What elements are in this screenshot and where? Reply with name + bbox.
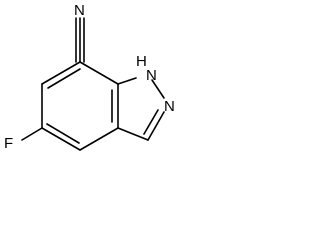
bond-c4-c5 bbox=[41, 127, 81, 151]
bond-c3a-c4 bbox=[79, 127, 119, 151]
bond-c6-c7 bbox=[41, 61, 81, 85]
atom-label-ring-nh: N bbox=[146, 67, 157, 84]
bond-c7-c7a bbox=[79, 61, 119, 85]
bond-n1-n2 bbox=[151, 79, 165, 99]
bond-c6-c7-inner bbox=[47, 68, 81, 89]
atom-label-fluoro: F bbox=[4, 135, 13, 152]
bond-c4-c5-inner bbox=[46, 123, 80, 144]
atom-label-ring-nh-h: H bbox=[136, 53, 147, 70]
structure-canvas: N H N N F bbox=[0, 0, 186, 172]
bond-c5-f bbox=[21, 127, 43, 141]
atom-label-ring-n2: N bbox=[164, 98, 175, 115]
bond-c3-c3a bbox=[117, 127, 149, 141]
bond-n2-c3 bbox=[147, 111, 165, 141]
bond-c7a-n1 bbox=[117, 77, 137, 85]
bond-n2-c3-inner bbox=[143, 109, 159, 135]
atom-label-nitrile-n: N bbox=[74, 2, 85, 19]
molecule-drawing: N H N N F bbox=[4, 2, 175, 152]
